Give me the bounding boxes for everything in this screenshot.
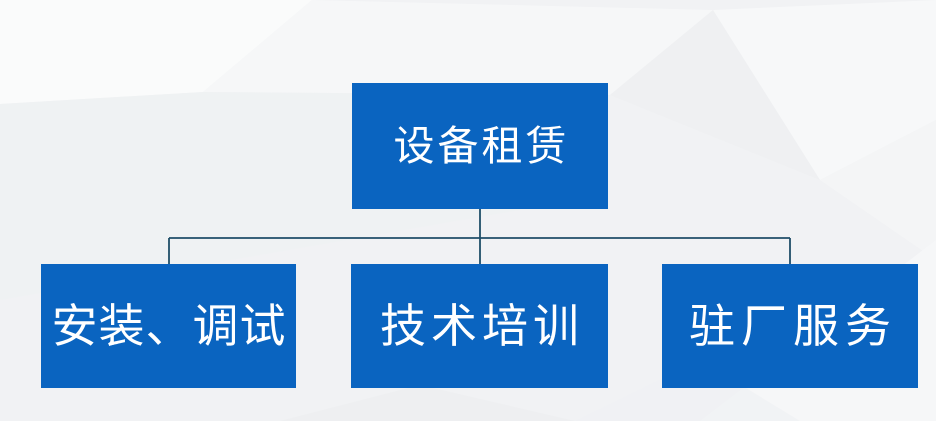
child-node-label: 驻厂服务 — [689, 299, 897, 353]
root-node-equipment-rental: 设备租赁 — [352, 83, 608, 209]
child-node-install-debug: 安装、调试 — [41, 264, 296, 388]
child-node-label: 安装、调试 — [51, 299, 287, 353]
child-node-label: 技术培训 — [380, 299, 584, 353]
root-node-label: 设备租赁 — [393, 121, 570, 170]
child-node-onsite-service: 驻厂服务 — [662, 264, 918, 388]
child-node-technical-training: 技术培训 — [351, 264, 608, 388]
